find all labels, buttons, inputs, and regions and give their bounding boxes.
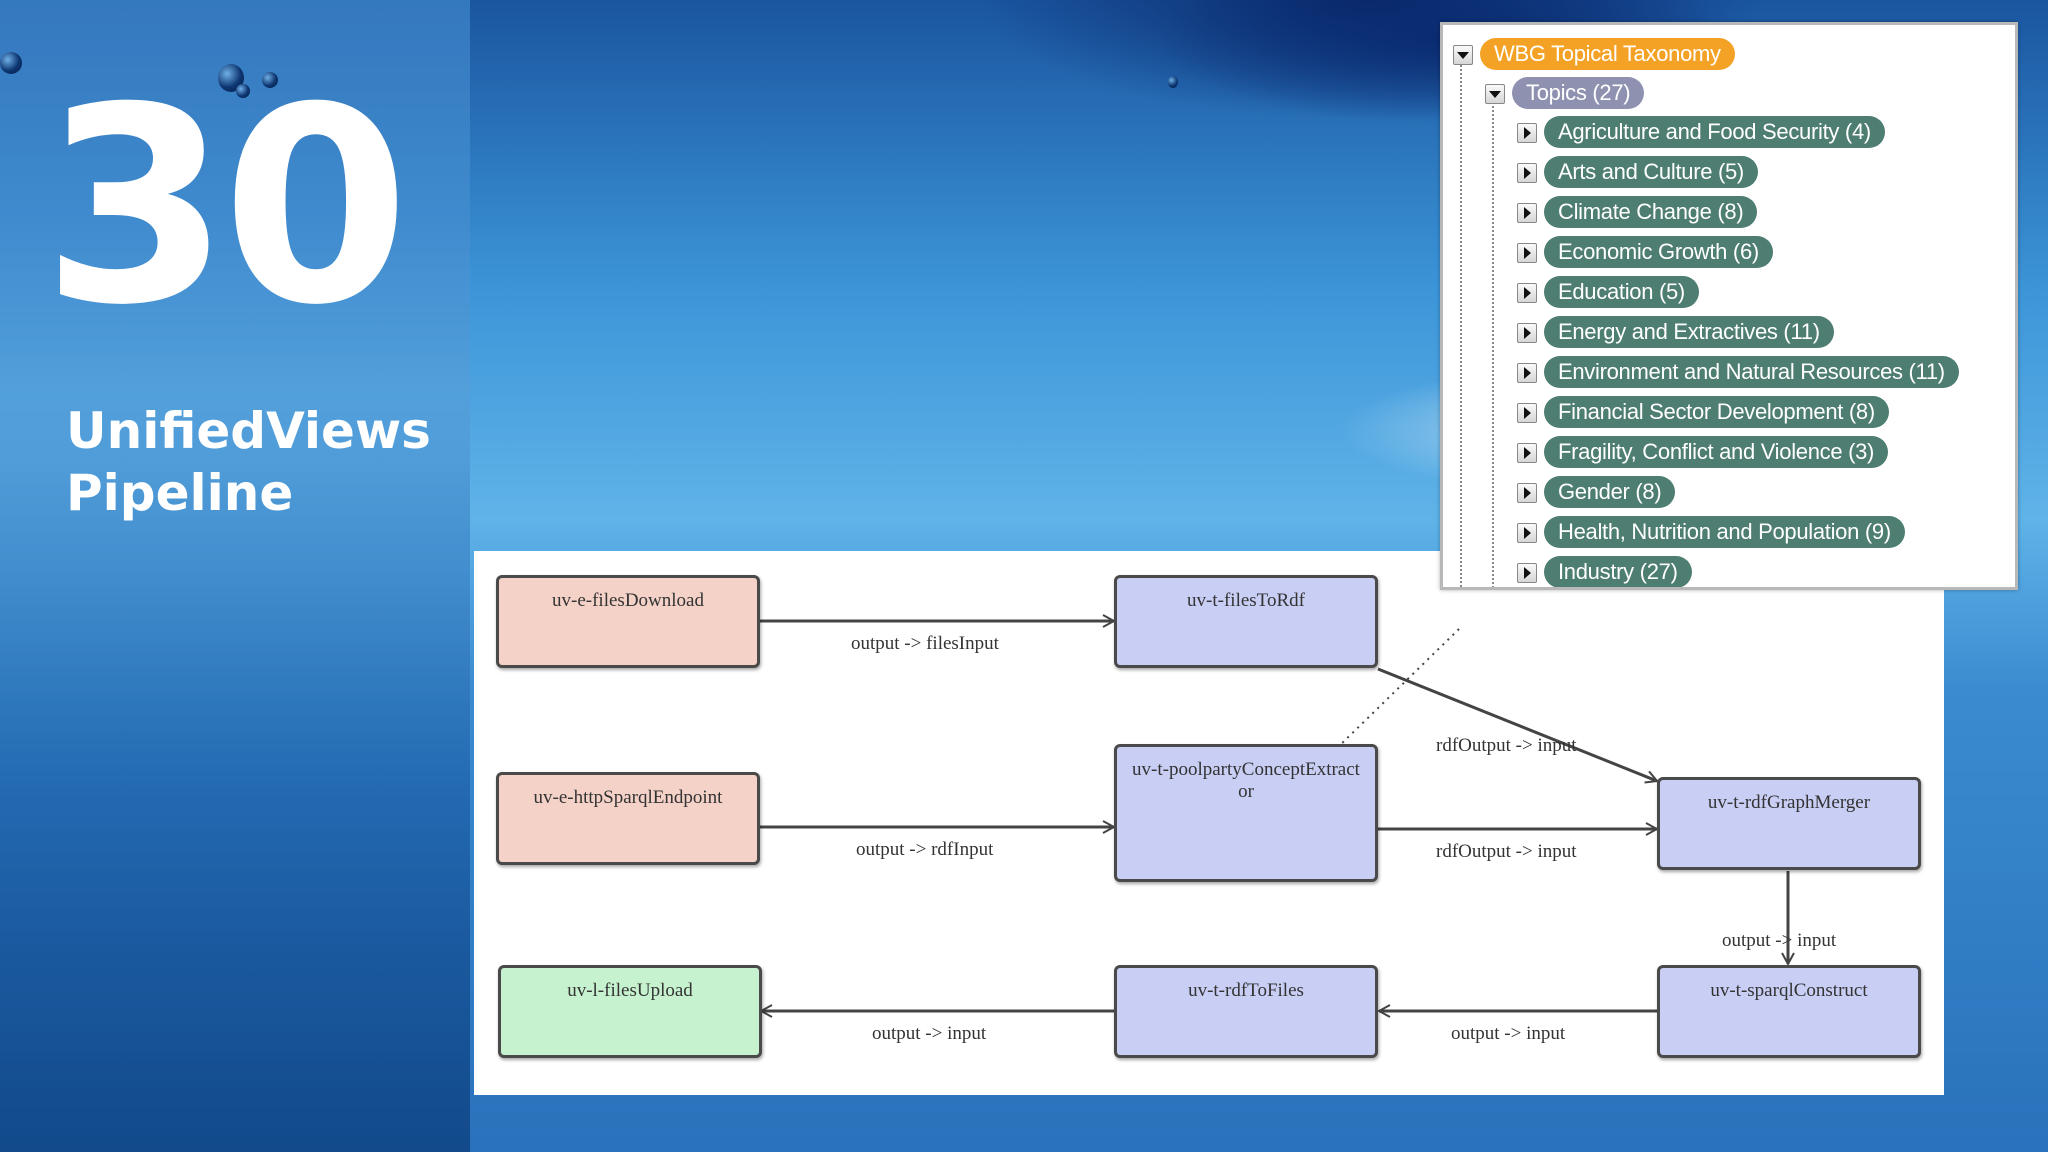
expand-toggle-icon[interactable] [1517,323,1537,343]
edge-label: rdfOutput -> input [1436,735,1577,756]
pipeline-diagram: uv-e-filesDownload uv-e-httpSparqlEndpoi… [474,551,1944,1095]
node-uv-t-rdfGraphMerger[interactable]: uv-t-rdfGraphMerger [1657,777,1921,870]
tree-line [1492,91,1494,587]
node-label: uv-t-rdfGraphMerger [1707,792,1871,813]
expand-toggle-icon[interactable] [1517,363,1537,383]
taxonomy-root-node[interactable]: WBG Topical Taxonomy [1480,38,1735,70]
expand-toggle-icon[interactable] [1517,483,1537,503]
node-uv-e-filesDownload[interactable]: uv-e-filesDownload [496,575,760,668]
topic-node[interactable]: Education (5) [1544,276,1699,308]
topic-node[interactable]: Environment and Natural Resources (11) [1544,356,1959,388]
topic-node[interactable]: Fragility, Conflict and Violence (3) [1544,436,1889,468]
topic-node[interactable]: Climate Change (8) [1544,196,1758,228]
node-label: uv-t-rdfToFiles [1188,980,1304,1001]
collapse-toggle-icon[interactable] [1453,45,1473,65]
edge-filesToRdf-rdfGraphMerger [1377,667,1657,781]
water-bubble [236,84,250,98]
left-title-panel [0,0,470,1152]
topics-node[interactable]: Topics (27) [1512,77,1645,109]
node-label: uv-l-filesUpload [567,980,693,1001]
slide-number: 30 [42,49,410,364]
node-uv-t-rdfToFiles[interactable]: uv-t-rdfToFiles [1114,965,1378,1058]
expand-toggle-icon[interactable] [1517,123,1537,143]
topic-node[interactable]: Gender (8) [1544,476,1676,508]
topic-node[interactable]: Financial Sector Development (8) [1544,396,1889,428]
edge-label: output -> filesInput [851,633,999,654]
expand-toggle-icon[interactable] [1517,563,1537,583]
edge-label: rdfOutput -> input [1436,841,1577,862]
water-bubble [0,52,22,74]
slide-title-line-1: UnifiedViews [66,402,431,460]
node-uv-t-filesToRdf[interactable]: uv-t-filesToRdf [1114,575,1378,668]
node-label: uv-t-poolpartyConceptExtractor [1132,759,1360,802]
node-label: uv-e-httpSparqlEndpoint [533,787,723,808]
topic-node[interactable]: Agriculture and Food Security (4) [1544,116,1885,148]
node-uv-t-poolpartyConceptExtractor[interactable]: uv-t-poolpartyConceptExtractor [1114,744,1378,882]
expand-toggle-icon[interactable] [1517,523,1537,543]
edge-label: output -> input [872,1023,987,1044]
topic-node[interactable]: Energy and Extractives (11) [1544,316,1834,348]
node-label: uv-t-sparqlConstruct [1710,980,1868,1001]
edge-label: output -> rdfInput [856,839,994,860]
topic-node[interactable]: Health, Nutrition and Population (9) [1544,516,1905,548]
expand-toggle-icon[interactable] [1517,403,1537,423]
collapse-toggle-icon[interactable] [1485,84,1505,104]
edge-label: output -> input [1451,1023,1566,1044]
node-uv-l-filesUpload[interactable]: uv-l-filesUpload [498,965,762,1058]
water-bubble [1168,76,1178,88]
slide-title: UnifiedViews Pipeline [66,400,446,524]
topic-node[interactable]: Arts and Culture (5) [1544,156,1758,188]
taxonomy-tree-panel: WBG Topical Taxonomy Topics (27) Agricul… [1440,22,2018,590]
expand-toggle-icon[interactable] [1517,243,1537,263]
node-label: uv-t-filesToRdf [1187,590,1305,611]
node-uv-t-sparqlConstruct[interactable]: uv-t-sparqlConstruct [1657,965,1921,1058]
slide-title-line-2: Pipeline [66,464,294,522]
dotted-line [1333,628,1460,752]
water-bubble [262,72,278,88]
pipeline-edges [759,551,1944,1095]
topic-node[interactable]: Economic Growth (6) [1544,236,1773,268]
topic-node[interactable]: Industry (27) [1544,556,1692,587]
expand-toggle-icon[interactable] [1517,443,1537,463]
expand-toggle-icon[interactable] [1517,163,1537,183]
expand-toggle-icon[interactable] [1517,283,1537,303]
edge-label: output -> input [1722,930,1837,951]
node-uv-e-httpSparqlEndpoint[interactable]: uv-e-httpSparqlEndpoint [496,772,760,865]
expand-toggle-icon[interactable] [1517,203,1537,223]
tree-line [1460,61,1462,587]
node-label: uv-e-filesDownload [552,590,704,611]
